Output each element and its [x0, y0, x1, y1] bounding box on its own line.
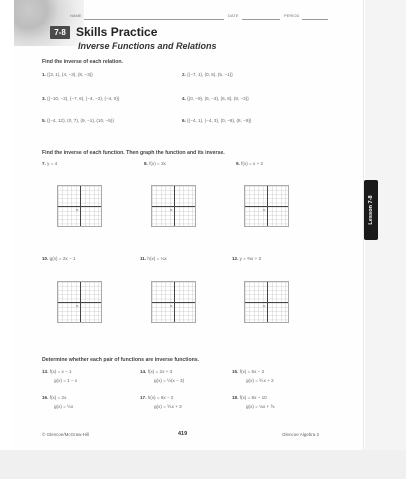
page-title: Skills Practice	[76, 25, 158, 39]
coordinate-grid: O	[57, 185, 102, 227]
header-swirl-graphic	[14, 0, 84, 46]
coordinate-grid: O	[151, 281, 196, 323]
footer-book-title: Glencoe Algebra 2	[282, 432, 320, 437]
section3-instruction: Determine whether each pair of functions…	[42, 357, 200, 363]
coordinate-grid: O	[244, 185, 289, 227]
footer-copyright: © Glencoe/McGraw-Hill	[42, 432, 90, 437]
name-line	[84, 19, 224, 20]
pair-item-g: g(x) = ⅕x + 2	[246, 378, 274, 383]
relation-item: 4. {(0, −9), (5, −3), (6, 6), (8, −3)}	[182, 96, 249, 101]
relation-item: 2. {(−7, 1), (0, 5), (5, −1)}	[182, 72, 233, 77]
section2-instruction: Find the inverse of each function. Then …	[42, 150, 225, 156]
pair-item: 13. f(x) = x − 1	[42, 369, 72, 374]
pair-item: 14. f(x) = 2x + 3	[140, 369, 173, 374]
relation-item: 5. {(−4, 12), (0, 7), (9, −1), (10, −5)}	[42, 118, 114, 123]
function-item: 7. y = 4	[42, 161, 58, 166]
relation-item: 3. {(−10, −2), (−7, 6), (−4, −2), (−4, 0…	[42, 96, 120, 101]
function-item: 12. y = ⅔x + 2	[232, 256, 262, 261]
function-item: 10. g(x) = 2x − 1	[42, 256, 76, 261]
pair-item-g: g(x) = ⅙x + 3	[154, 404, 182, 409]
pair-item-g: g(x) = ½x	[54, 404, 74, 409]
pair-item-g: g(x) = 1 − x	[54, 378, 78, 383]
period-label: PERIOD	[284, 13, 300, 18]
name-date-period-row: NAME DATE PERIOD	[70, 13, 360, 21]
date-label: DATE	[228, 13, 239, 18]
section1-instruction: Find the inverse of each relation.	[42, 59, 124, 65]
pair-item: 17. h(x) = 6x − 2	[140, 395, 174, 400]
coordinate-grid: O	[244, 281, 289, 323]
pair-item: 15. f(x) = 5x − 2	[232, 369, 265, 374]
pair-item: 16. f(x) = 2x	[42, 395, 67, 400]
function-item: 8. f(x) = 3x	[144, 161, 166, 166]
page-subtitle: Inverse Functions and Relations	[78, 41, 217, 51]
pair-item: 18. f(x) = 8x − 10	[232, 395, 267, 400]
coordinate-grid: O	[151, 185, 196, 227]
function-item: 9. f(x) = x + 2	[236, 161, 264, 166]
pair-item-g: g(x) = ½(x − 3)	[154, 378, 185, 383]
lesson-side-tab: Lesson 7-8	[364, 180, 378, 240]
side-tab-label: Lesson 7-8	[368, 195, 374, 225]
name-label: NAME	[70, 13, 82, 18]
bottom-band	[0, 450, 406, 479]
function-item: 11. h(x) = ¼x	[140, 256, 167, 261]
footer-page-number: 419	[178, 431, 188, 437]
relation-item: 6. {(−4, 1), (−4, 3), (0, −8), (8, −9)}	[182, 118, 252, 123]
coordinate-grid: O	[57, 281, 102, 323]
lesson-badge: 7-8	[50, 26, 70, 39]
date-line	[242, 19, 280, 20]
relation-item: 1. {(3, 1), (4, −3), (8, −3)}	[42, 72, 93, 77]
pair-item-g: g(x) = ⅛x + ⅝	[246, 404, 275, 409]
period-line	[302, 19, 328, 20]
